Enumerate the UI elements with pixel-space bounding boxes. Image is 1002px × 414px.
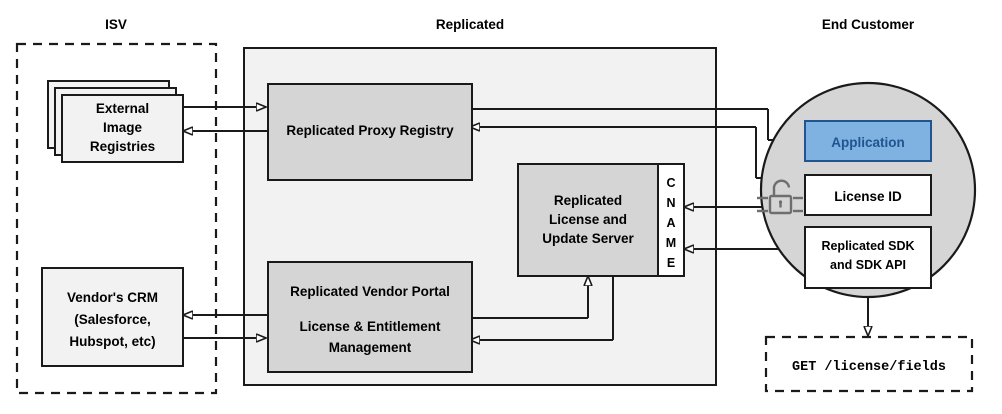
node-api-call[interactable]: GET /license/fields (764, 335, 974, 393)
node-label-line-1: Replicated SDK (821, 239, 914, 253)
open-padlock-icon (757, 179, 803, 215)
node-label: License ID (834, 189, 902, 204)
node-label-line-3: Hubspot, etc) (69, 334, 155, 349)
node-replicated-vendor-portal[interactable]: Replicated Vendor Portal License & Entit… (267, 261, 473, 373)
node-label-line-3: Registries (90, 139, 155, 154)
node-license-id[interactable]: License ID (804, 174, 932, 216)
heading-end-customer: End Customer (822, 17, 915, 32)
node-replicated-license-update-server[interactable]: Replicated License and Update Server (517, 163, 659, 277)
heading-isv: ISV (105, 17, 127, 32)
node-label-line-2: (Salesforce, (74, 312, 151, 327)
node-label-line-2: License and (549, 212, 627, 227)
node-label-line-2: License & Entitlement (299, 319, 441, 334)
node-label-line-2: and SDK API (830, 258, 906, 272)
cname-letter-n: N (666, 196, 675, 210)
cname-letter-c: C (666, 176, 675, 190)
node-label-line-2: Image (103, 120, 143, 135)
isv-group-boundary (15, 42, 218, 395)
node-label: Application (831, 135, 905, 150)
node-vendor-crm[interactable]: Vendor's CRM (Salesforce, Hubspot, etc) (41, 267, 184, 367)
node-label-line-3: Update Server (542, 231, 634, 246)
connector-portal-to-license-server (470, 276, 588, 319)
node-label-line-3: Management (329, 340, 412, 355)
node-label-line-1: Vendor's CRM (67, 290, 158, 305)
heading-replicated: Replicated (436, 17, 504, 32)
node-label-line-1: Replicated (554, 193, 622, 208)
cname-letter-a: A (666, 216, 675, 230)
node-external-image-registries[interactable]: External Image Registries (47, 80, 184, 163)
cname-letter-e: E (667, 256, 675, 270)
node-replicated-proxy-registry[interactable]: Replicated Proxy Registry (267, 83, 473, 181)
node-label-line-1: External (96, 101, 149, 116)
node-replicated-sdk[interactable]: Replicated SDK and SDK API (804, 226, 932, 289)
node-label-line-1: Replicated Vendor Portal (290, 284, 450, 299)
connector-license-server-to-portal (470, 276, 614, 340)
node-cname[interactable]: C N A M E (657, 163, 685, 277)
node-label: Replicated Proxy Registry (286, 123, 454, 138)
cname-letter-m: M (666, 236, 676, 250)
api-call-label: GET /license/fields (792, 360, 946, 375)
node-application[interactable]: Application (804, 120, 932, 162)
